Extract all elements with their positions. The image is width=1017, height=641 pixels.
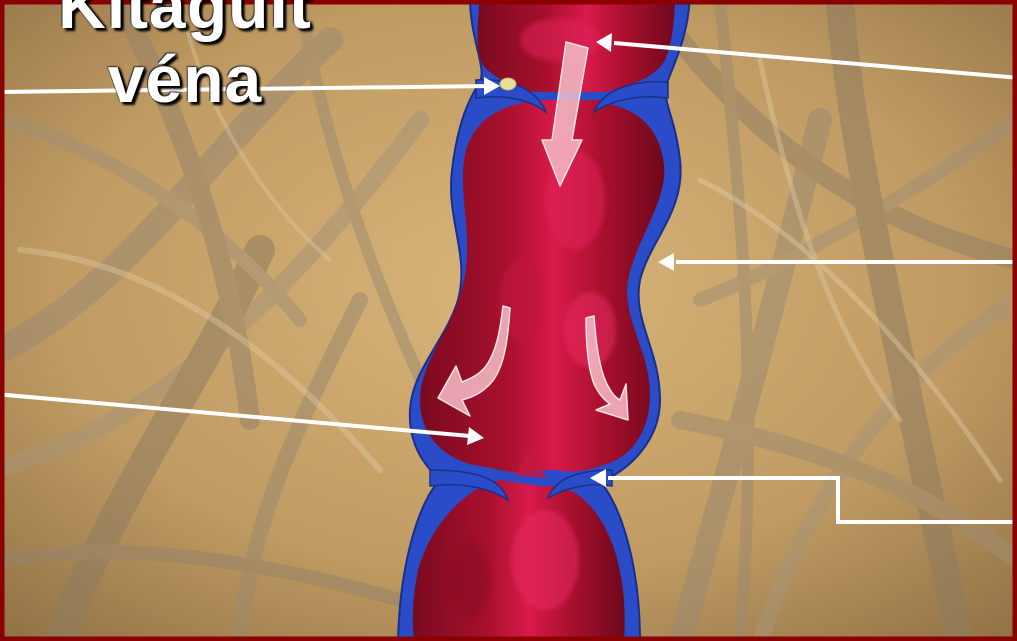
slide-title: Kitágult véna — [0, 0, 370, 116]
valve-marker-dot — [500, 78, 516, 90]
